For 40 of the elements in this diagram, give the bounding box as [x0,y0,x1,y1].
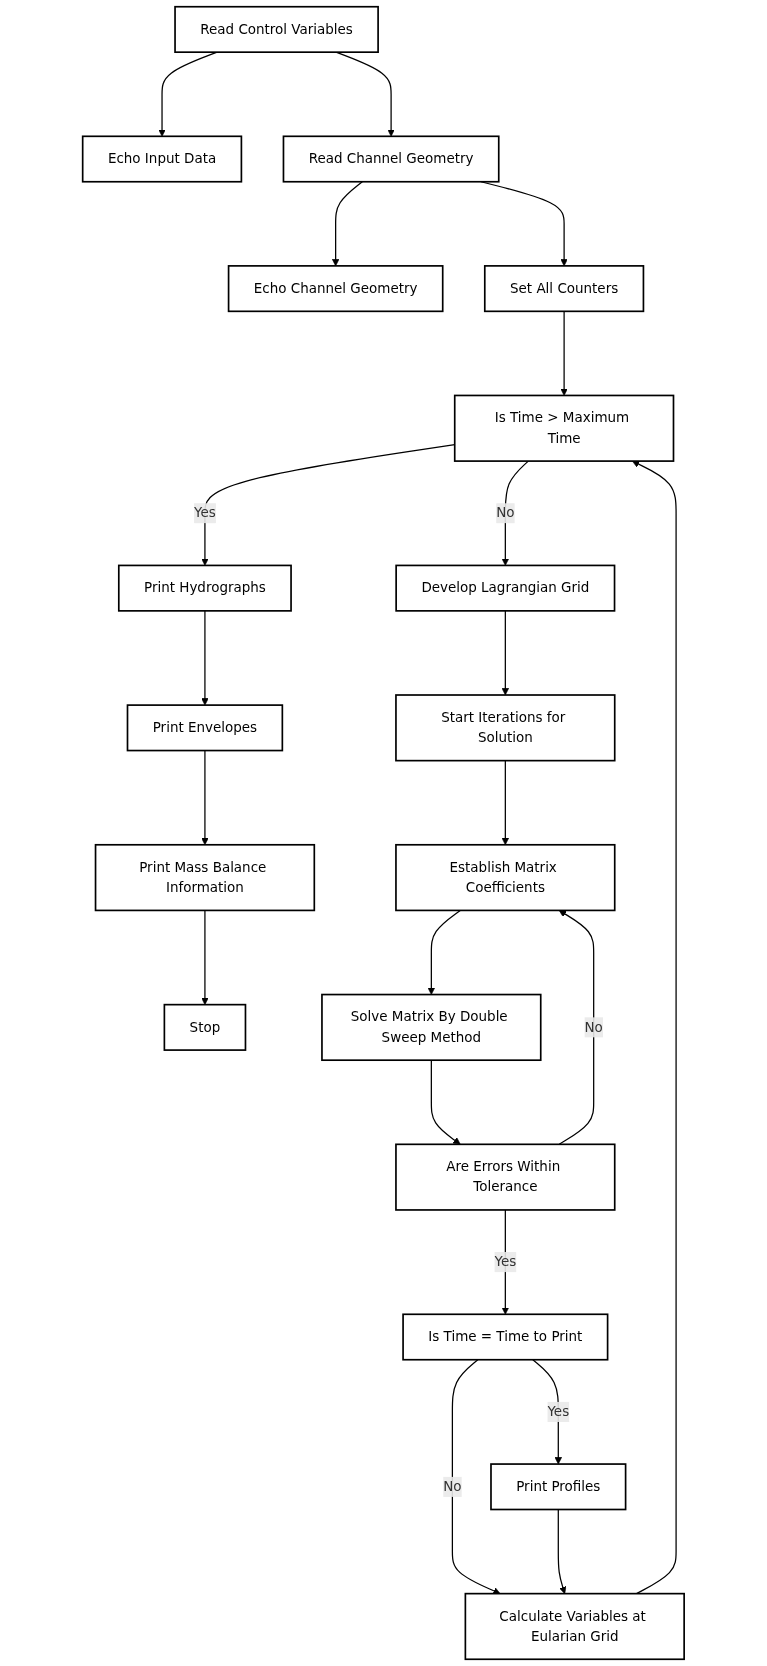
arrow [560,310,568,396]
node-box: Print Profiles [490,1463,627,1511]
arrow [501,760,510,846]
arrow [501,1209,510,1315]
arrow [332,181,364,267]
arrow [201,909,209,1005]
arrow [451,1359,501,1595]
arrow [558,910,595,1145]
edge-label: Yes [494,1253,517,1270]
node-box: Stop [163,1003,247,1051]
edge-label: Yes [194,504,216,521]
edge-label: No [443,1478,462,1495]
arrow [430,1059,461,1145]
node-box: Develop Lagrangian Grid [395,564,616,612]
node-box: Calculate Variables at Eularian Grid [464,1592,686,1661]
arrow [427,909,461,995]
edge-label: No [584,1018,603,1035]
node-box: Set All Counters [484,265,645,313]
arrow [532,1359,563,1465]
arrow [201,749,209,846]
node-box: Print Envelopes [126,704,284,752]
node-box: Is Time = Time to Print [402,1313,609,1361]
arrow [557,1508,567,1594]
arrow [501,460,529,566]
node-box: Read Channel Geometry [282,135,500,183]
node-box: Read Control Variables [174,5,380,53]
node-box: Echo Input Data [81,135,243,183]
edge-label: Yes [547,1403,570,1420]
node-box: Echo Channel Geometry [227,265,444,313]
node-box: Start Iterations for Solution [395,694,616,762]
arrow [632,460,677,1595]
node-box: Print Mass Balance Information [94,843,316,912]
edge-label: No [496,504,515,521]
node-box: Print Hydrographs [118,564,292,612]
node-box: Solve Matrix By Double Sweep Method [321,993,542,1061]
arrow [201,610,209,706]
node-box: Are Errors Within Tolerance [395,1143,616,1211]
node-box: Establish Matrix Coefficients [395,843,616,912]
node-box: Is Time > Maximum Time [454,394,675,462]
arrow [501,610,510,696]
